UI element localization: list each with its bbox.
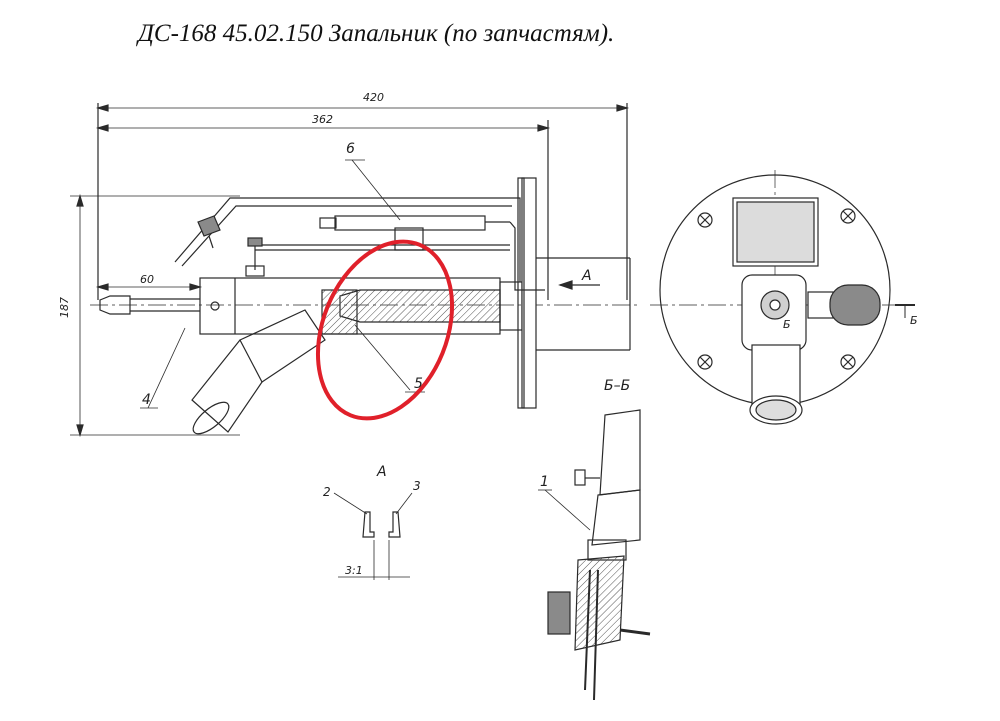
dimension-362 — [95, 120, 551, 300]
dim-60-label: 60 — [140, 273, 154, 286]
callout-6: 6 — [346, 141, 355, 157]
callout-2: 2 — [323, 485, 331, 499]
callout-3: 3 — [413, 479, 421, 493]
dim-362-label: 362 — [312, 113, 333, 126]
page-title: ДС-168 45.02.150 Запальник (по запчастям… — [138, 20, 615, 47]
section-title: Б–Б — [604, 378, 630, 394]
bolt-hole — [840, 354, 856, 370]
part-5-highlight — [315, 239, 455, 421]
bolt-hole — [697, 354, 713, 370]
callout-5: 5 — [414, 376, 423, 392]
view-a-title: А — [376, 464, 387, 480]
callout-1: 1 — [540, 474, 549, 490]
bolt-hole — [840, 208, 856, 224]
view-a-arrow-label: А — [581, 268, 592, 284]
callout-4: 4 — [142, 392, 151, 408]
dimension-187 — [70, 193, 240, 438]
igniter-side-view — [90, 177, 640, 435]
dim-420-label: 420 — [363, 91, 384, 104]
dimension-60 — [95, 283, 203, 291]
dimension-420 — [95, 103, 630, 300]
scale-label: 3:1 — [345, 564, 363, 577]
section-mark-right: Б — [910, 314, 918, 327]
view-a-detail — [333, 492, 413, 580]
bolt-hole — [697, 212, 713, 228]
igniter-front-view — [650, 170, 915, 425]
section-b-b — [538, 409, 651, 701]
dim-187-label: 187 — [58, 297, 71, 318]
section-mark-left: Б — [783, 318, 791, 331]
